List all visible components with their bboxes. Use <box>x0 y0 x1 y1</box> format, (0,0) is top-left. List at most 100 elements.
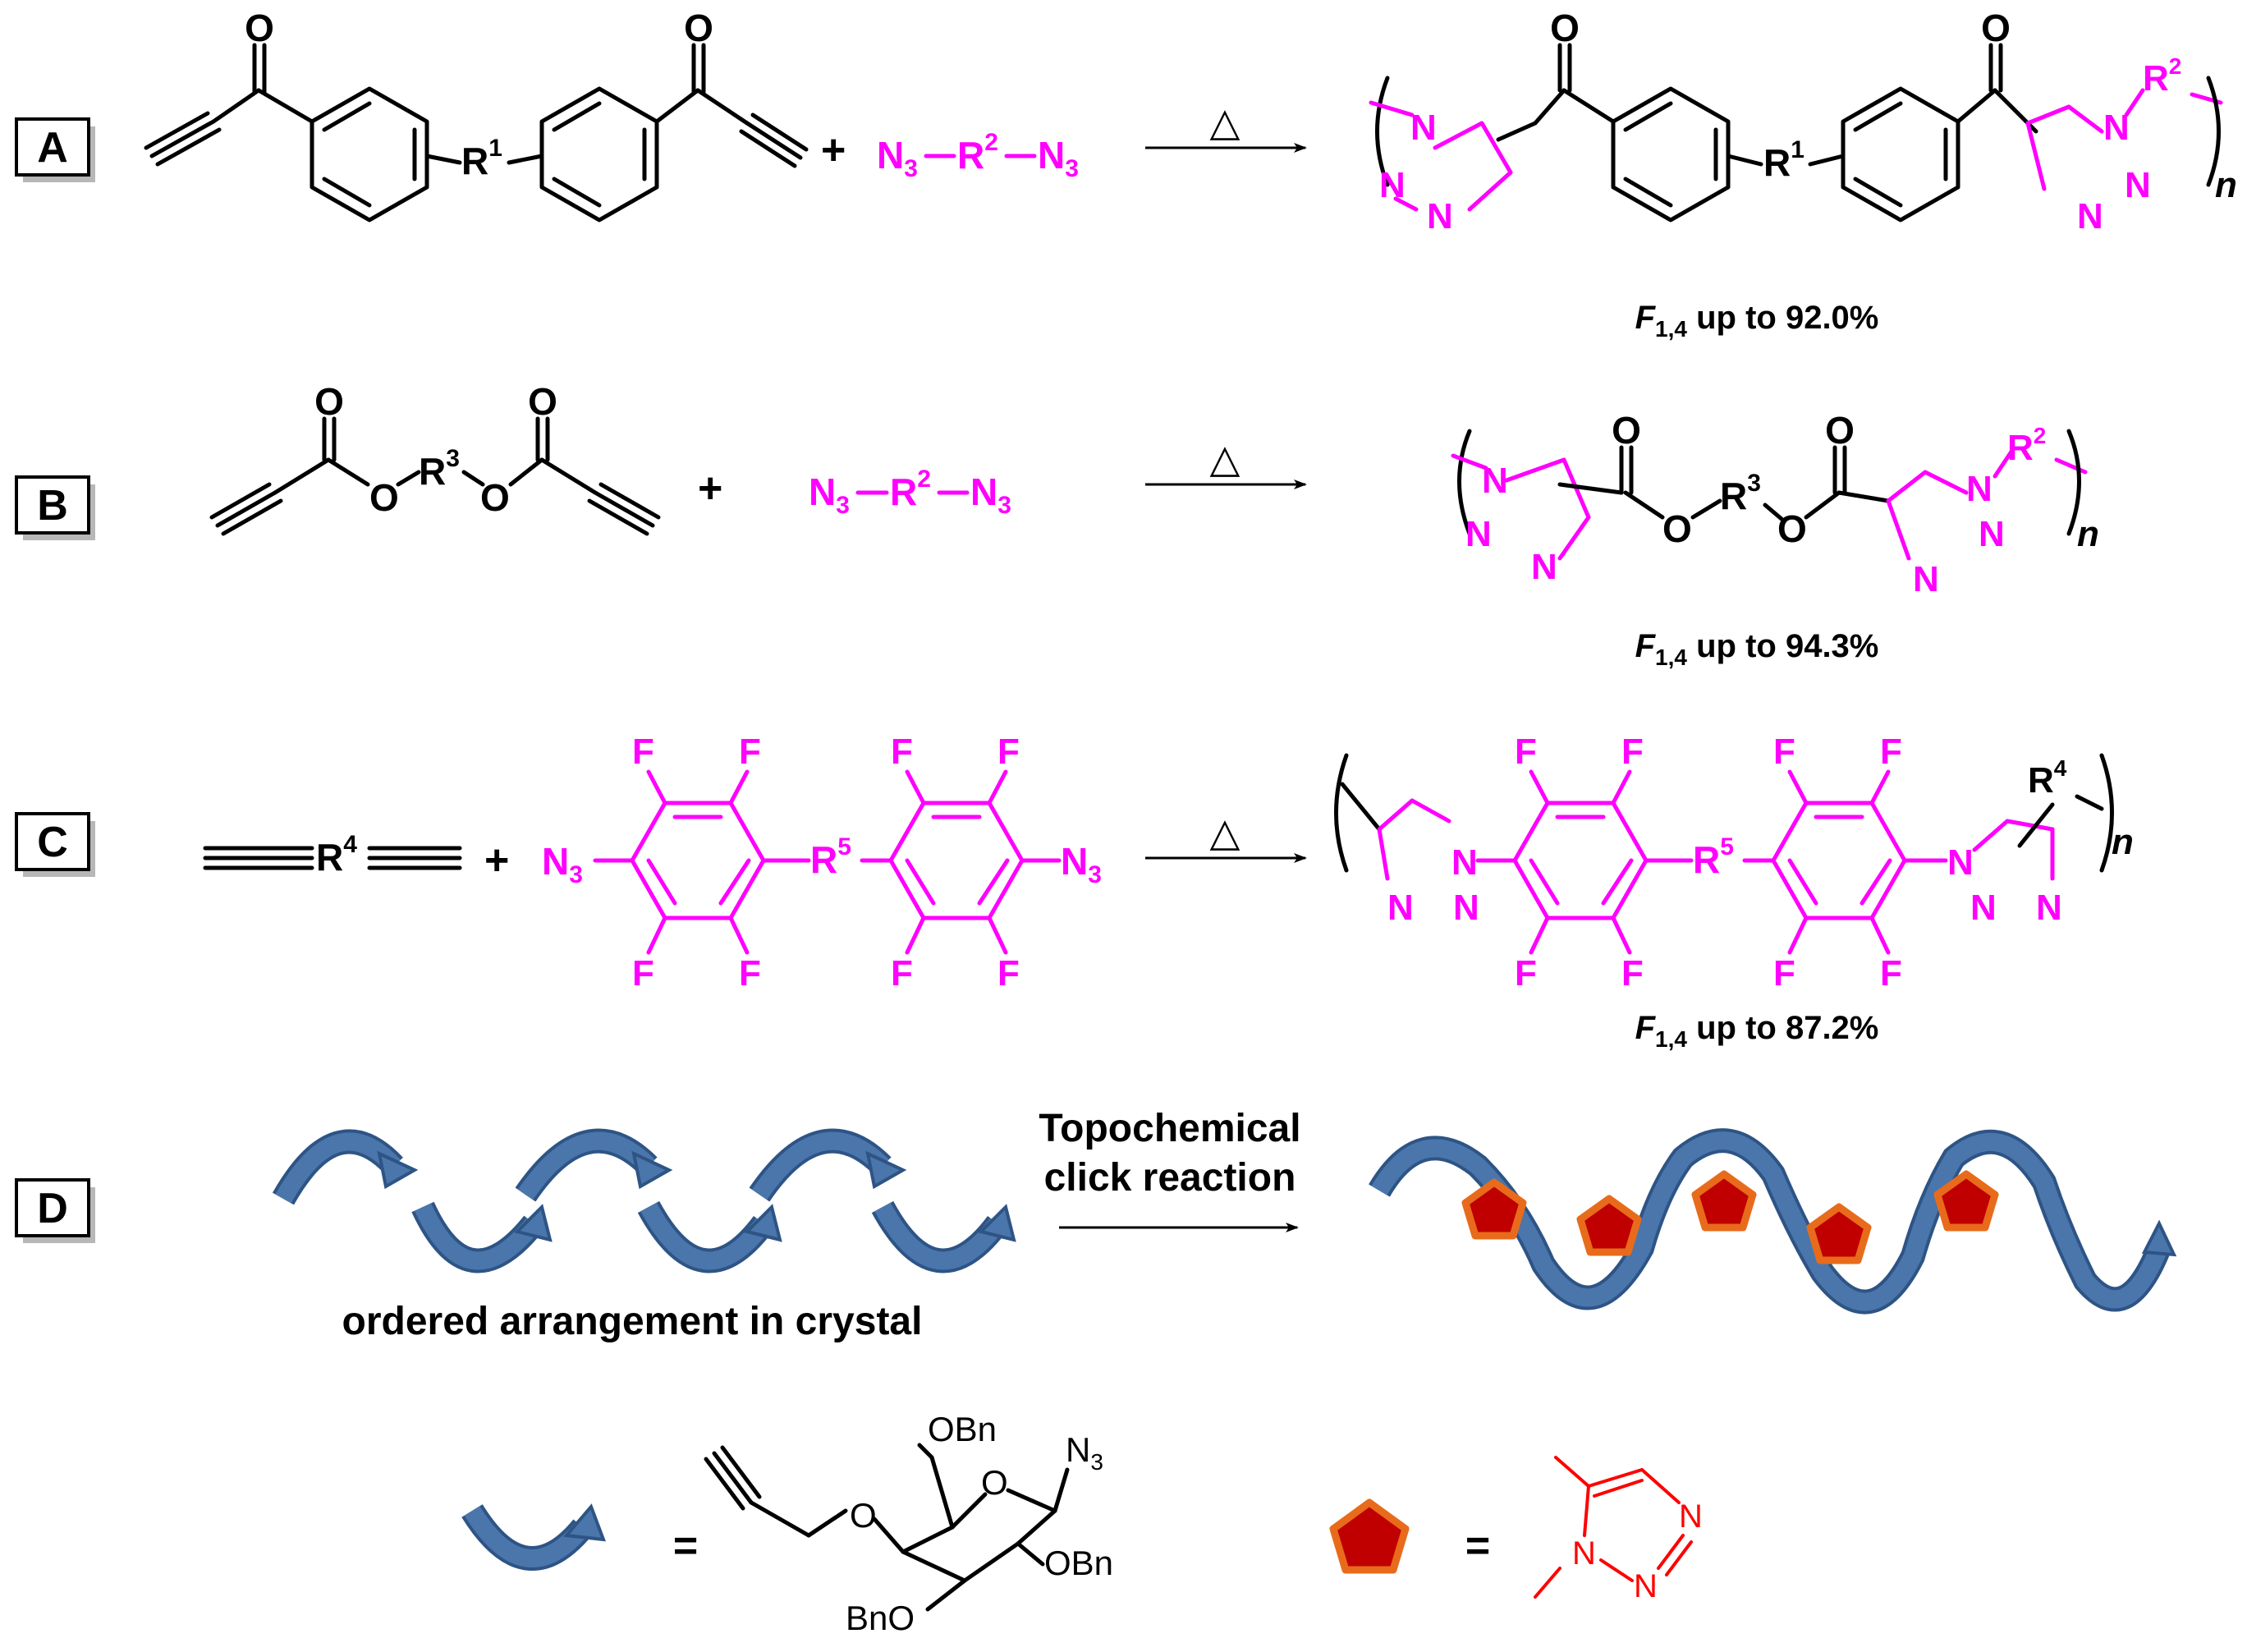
svg-text:O: O <box>245 7 274 49</box>
svg-text:R5: R5 <box>810 833 851 881</box>
svg-text:O: O <box>480 476 510 519</box>
svg-text:F: F <box>1515 732 1537 772</box>
svg-text:N: N <box>1572 1535 1596 1572</box>
svg-text:N: N <box>1465 514 1492 554</box>
svg-text:O: O <box>1825 409 1855 452</box>
plus-b: + <box>698 465 722 512</box>
svg-text:N: N <box>1531 547 1557 587</box>
yield-a: F1,4 up to 92.0% <box>1635 300 1879 342</box>
svg-text:N: N <box>1679 1498 1703 1535</box>
svg-text:N: N <box>1482 461 1508 501</box>
svg-text:N3: N3 <box>970 470 1011 519</box>
svg-text:R1: R1 <box>461 135 502 182</box>
svg-text:O: O <box>1612 409 1641 452</box>
svg-text:N: N <box>1387 888 1414 928</box>
legend-arrow-unit <box>461 1503 607 1571</box>
row-a-diazide: N3 R2 N3 <box>877 129 1079 182</box>
svg-text:F: F <box>739 953 761 993</box>
label-d: D <box>15 1178 95 1243</box>
svg-text:F: F <box>1773 953 1795 993</box>
svg-text:A: A <box>37 124 68 172</box>
legend-triazole: N N N <box>1534 1456 1703 1604</box>
row-a-monomer: R1 <box>144 43 809 223</box>
svg-text:N3: N3 <box>1038 134 1079 182</box>
svg-text:N: N <box>1966 469 1992 509</box>
svg-text:C: C <box>37 819 68 866</box>
svg-text:F: F <box>739 732 761 772</box>
row-a-polymer: N N N O R1 O N N N R2 <box>1369 7 2237 236</box>
svg-text:N: N <box>2125 165 2151 205</box>
crystal-caption: ordered arrangement in crystal <box>342 1300 923 1343</box>
triazole-pentagon <box>1691 1170 1757 1232</box>
svg-text:n: n <box>2077 514 2099 554</box>
svg-text:O: O <box>369 476 399 519</box>
svg-text:N: N <box>1979 514 2005 554</box>
svg-text:OBn: OBn <box>928 1410 997 1448</box>
svg-text:R2: R2 <box>957 129 998 177</box>
svg-text:O: O <box>1662 507 1692 550</box>
svg-text:O: O <box>314 380 344 423</box>
arrow-b: △ <box>1145 438 1307 489</box>
svg-text:N: N <box>1410 108 1437 148</box>
svg-text:B: B <box>37 482 68 530</box>
svg-text:R5: R5 <box>1693 833 1734 881</box>
svg-text:n: n <box>2215 165 2237 205</box>
svg-text:O: O <box>850 1496 877 1535</box>
svg-text:O: O <box>981 1463 1008 1502</box>
svg-text:F: F <box>1773 732 1795 772</box>
svg-text:R1: R1 <box>1763 136 1804 184</box>
triazole-pentagon <box>1806 1203 1872 1264</box>
helical-polymer <box>1369 1128 2177 1315</box>
plus-a: + <box>821 126 846 174</box>
svg-text:△: △ <box>1210 438 1240 481</box>
svg-text:N: N <box>2036 888 2062 928</box>
svg-text:O: O <box>1981 7 2011 49</box>
legend-pentagon <box>1329 1498 1410 1574</box>
svg-text:N: N <box>1634 1568 1658 1604</box>
svg-text:O: O <box>684 7 713 49</box>
svg-text:N3: N3 <box>809 470 850 519</box>
row-b-monomer: O O R3 O O <box>209 380 661 536</box>
svg-text:R4: R4 <box>2028 755 2067 801</box>
triazole-pentagon <box>1461 1178 1527 1240</box>
legend-equals-2: = <box>1465 1522 1490 1570</box>
svg-text:N3: N3 <box>542 840 583 888</box>
crystal-arrangement <box>272 1128 1016 1273</box>
arrow-d: Topochemical click reaction <box>1039 1107 1301 1232</box>
label-c: C <box>15 812 95 877</box>
svg-text:F: F <box>891 732 913 772</box>
svg-text:F: F <box>1621 732 1644 772</box>
svg-text:O: O <box>1550 7 1580 49</box>
svg-text:Topochemical: Topochemical <box>1039 1107 1300 1150</box>
svg-text:F: F <box>997 953 1020 993</box>
row-a-o-labels: O O <box>245 7 713 49</box>
arrow-a: △ <box>1145 101 1307 153</box>
svg-text:F: F <box>1880 732 1902 772</box>
row-c-diyne: R4 <box>203 831 462 879</box>
row-c-polymer: N N N F F F F R5 F F F F N N <box>1334 732 2134 993</box>
legend-equals-1: = <box>673 1522 698 1570</box>
svg-text:R3: R3 <box>1720 470 1761 517</box>
svg-text:N: N <box>1451 842 1478 883</box>
svg-text:N3: N3 <box>1066 1430 1103 1475</box>
svg-text:N: N <box>1427 196 1453 236</box>
arrow-c: △ <box>1145 811 1307 863</box>
svg-text:F: F <box>1515 953 1537 993</box>
triazole-pentagon <box>1933 1170 1999 1232</box>
svg-text:N: N <box>1379 165 1406 205</box>
svg-text:F: F <box>632 953 654 993</box>
svg-text:R2: R2 <box>2007 423 2046 468</box>
svg-text:F: F <box>891 953 913 993</box>
svg-text:OBn: OBn <box>1044 1544 1113 1582</box>
svg-text:n: n <box>2112 822 2134 862</box>
label-a: A <box>15 117 95 182</box>
svg-text:F: F <box>1621 953 1644 993</box>
svg-text:R3: R3 <box>419 445 460 493</box>
svg-text:R2: R2 <box>890 466 931 513</box>
svg-text:N: N <box>1947 842 1974 883</box>
triazole-pentagon <box>1576 1195 1642 1256</box>
svg-text:O: O <box>1777 507 1807 550</box>
sugar-monomer: O O OBn N3 OBn BnO <box>704 1410 1113 1637</box>
svg-text:△: △ <box>1210 101 1240 145</box>
